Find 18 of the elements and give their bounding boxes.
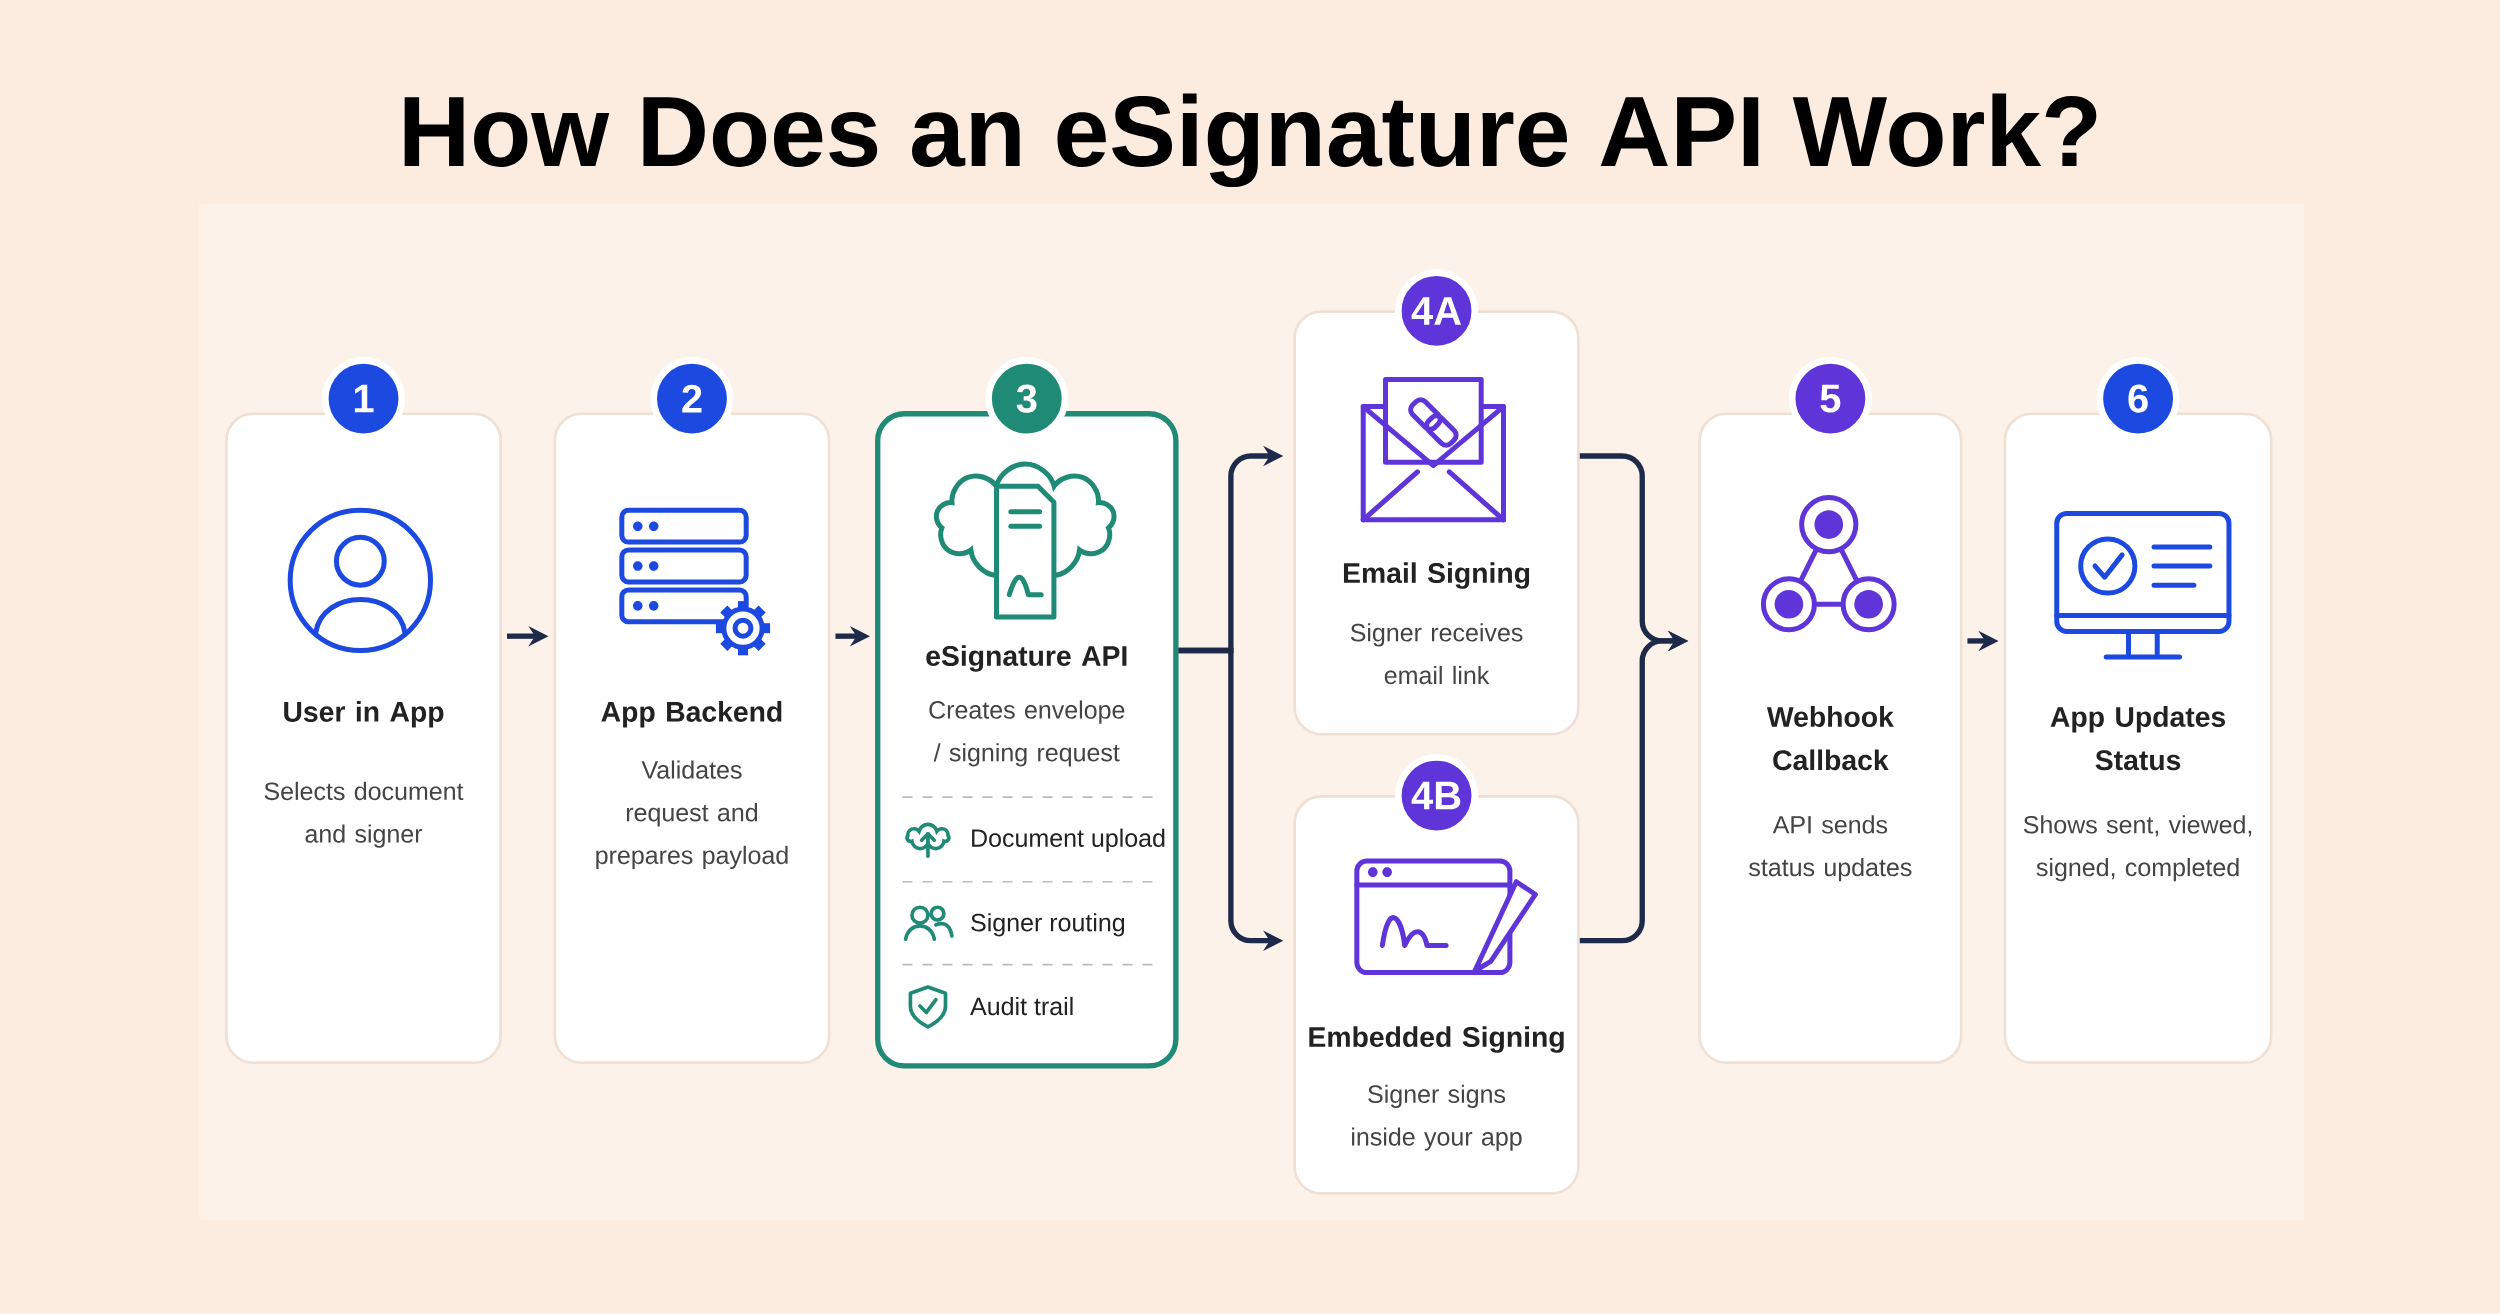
card-title: Webhook Callback: [1766, 706, 1894, 771]
card-title: Embedded Signing: [1309, 1026, 1564, 1053]
list-item: Document upload: [972, 828, 1165, 852]
card-title: User in App: [284, 701, 444, 728]
card-title: eSignature API: [926, 645, 1127, 672]
card-title: App Updates Status: [2050, 706, 2226, 771]
card-text: Creates envelope / signing request: [929, 700, 1125, 767]
list-item: Audit trail: [970, 997, 1073, 1016]
card-text: Selects document and signer: [264, 781, 464, 848]
title: How Does an eSignature API Work?: [404, 93, 2097, 188]
card-text: Shows sent, viewed, signed, completed: [2023, 815, 2252, 882]
card-text: API sends status updates: [1749, 815, 1912, 882]
card-title: App Backend: [601, 701, 782, 728]
list-item: Signer routing: [971, 913, 1125, 937]
card-text: Validates request and prepares payload: [596, 760, 788, 870]
card-text: Signer receives email link: [1350, 623, 1523, 685]
card-text: Signer signs inside your app: [1352, 1084, 1522, 1151]
card-title: Email Signing: [1344, 562, 1530, 589]
